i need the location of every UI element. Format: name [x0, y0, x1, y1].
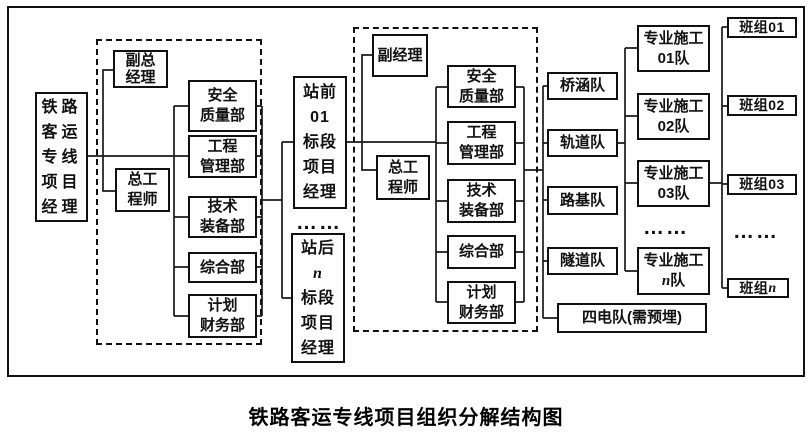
node-hq-dept-engineering-mgmt: 工程 管理部	[188, 135, 257, 178]
hq-dept-tech-equipment-label: 技术 装备部	[199, 198, 245, 235]
diagram-outer-frame	[7, 6, 805, 377]
node-section-dept-general-affairs: 综合部	[447, 235, 516, 269]
section-dept-general-affairs-label: 综合部	[458, 243, 504, 260]
hq-dept-safety-quality-label: 安全 质量部	[199, 87, 245, 124]
node-section-chief-engineer: 总工 程师	[376, 155, 430, 200]
crew-n-prefix: 班组	[739, 279, 769, 296]
team-roadbed-label: 路基队	[559, 191, 605, 209]
project-manager-label: 铁路 客运 专线 项目 经理	[41, 98, 82, 216]
node-section-dept-tech-equipment: 技术 装备部	[447, 179, 516, 223]
node-spec-team-01: 专业施工 01队	[637, 25, 710, 72]
node-team-tunnel: 隧道队	[547, 247, 618, 275]
spec-team-n-prefix: 专业施工	[643, 252, 704, 269]
spec-team-03-label: 专业施工 03队	[643, 164, 704, 202]
node-team-bridge-culvert: 桥涵队	[547, 72, 618, 100]
diagram-caption: 铁路客运专线项目组织分解结构图	[248, 407, 564, 429]
section-deputy-manager-label: 副经理	[377, 46, 423, 64]
hq-dept-general-affairs-label: 综合部	[199, 258, 245, 276]
node-crew-n: 班组 n	[727, 278, 789, 298]
spec-team-n-suffix: 队	[670, 272, 686, 289]
node-team-four-electric: 四电队(需预埋)	[557, 303, 707, 333]
node-crew-03: 班组03	[727, 174, 797, 195]
node-crew-02: 班组02	[727, 95, 797, 116]
rear-section-manager-prefix: 站后	[300, 239, 335, 257]
node-crew-01: 班组01	[727, 17, 797, 38]
node-hq-dept-safety-quality: 安全 质量部	[188, 80, 257, 132]
section-dept-tech-equipment-label: 技术 装备部	[458, 182, 504, 219]
team-tunnel-label: 隧道队	[559, 252, 605, 269]
node-deputy-general-manager: 副总 经理	[113, 50, 168, 88]
crew-01-label: 班组01	[739, 19, 785, 35]
node-spec-team-03: 专业施工 03队	[637, 160, 710, 207]
node-hq-dept-tech-equipment: 技术 装备部	[188, 196, 257, 238]
ellipsis-spec-teams: ……	[643, 216, 689, 239]
team-bridge-culvert-label: 桥涵队	[559, 77, 605, 94]
deputy-general-manager-label: 副总 经理	[125, 52, 156, 86]
node-section-dept-safety-quality: 安全 质量部	[447, 65, 516, 108]
hq-dept-engineering-mgmt-label: 工程 管理部	[199, 137, 245, 175]
node-team-roadbed: 路基队	[547, 186, 618, 215]
section-chief-engineer-label: 总工 程师	[387, 158, 418, 196]
rear-section-manager-suffix: 标段 项目 经理	[300, 289, 335, 357]
section-dept-planning-finance-label: 计划 财务部	[458, 283, 504, 321]
spec-team-01-label: 专业施工 01队	[643, 29, 704, 67]
crew-n-var: n	[768, 280, 777, 296]
node-team-track: 轨道队	[547, 129, 618, 157]
section-group-dashed-border	[353, 27, 538, 332]
node-front-section-manager: 站前 01 标段 项目 经理	[293, 76, 347, 209]
node-spec-team-n: 专业施工 n 队	[637, 247, 710, 295]
node-section-dept-planning-finance: 计划 财务部	[447, 281, 516, 324]
ellipsis-crews: ……	[733, 220, 779, 243]
team-track-label: 轨道队	[559, 134, 605, 151]
node-hq-dept-general-affairs: 综合部	[188, 252, 257, 283]
section-dept-safety-quality-label: 安全 质量部	[458, 67, 504, 105]
node-hq-chief-engineer: 总工 程师	[115, 168, 170, 212]
hq-chief-engineer-label: 总工 程师	[127, 171, 158, 208]
section-dept-engineering-mgmt-label: 工程 管理部	[458, 124, 504, 161]
node-hq-dept-planning-finance: 计划 财务部	[188, 294, 257, 338]
team-four-electric-label: 四电队(需预埋)	[582, 309, 682, 326]
spec-team-n-var: n	[661, 273, 671, 289]
crew-03-label: 班组03	[739, 176, 785, 192]
crew-02-label: 班组02	[739, 97, 785, 113]
node-rear-section-manager: 站后 n 标段 项目 经理	[291, 233, 345, 363]
front-section-manager-label: 站前 01 标段 项目 经理	[302, 84, 337, 201]
ellipsis-section-managers: ……	[296, 211, 342, 234]
spec-team-02-label: 专业施工 02队	[643, 97, 704, 135]
node-section-deputy-manager: 副经理	[372, 34, 428, 77]
hq-group-dashed-border	[96, 39, 262, 345]
rear-section-manager-n: n	[313, 264, 323, 282]
hq-dept-planning-finance-label: 计划 财务部	[199, 297, 245, 334]
node-project-manager: 铁路 客运 专线 项目 经理	[35, 92, 88, 222]
node-section-dept-engineering-mgmt: 工程 管理部	[447, 121, 516, 165]
node-spec-team-02: 专业施工 02队	[637, 93, 710, 140]
